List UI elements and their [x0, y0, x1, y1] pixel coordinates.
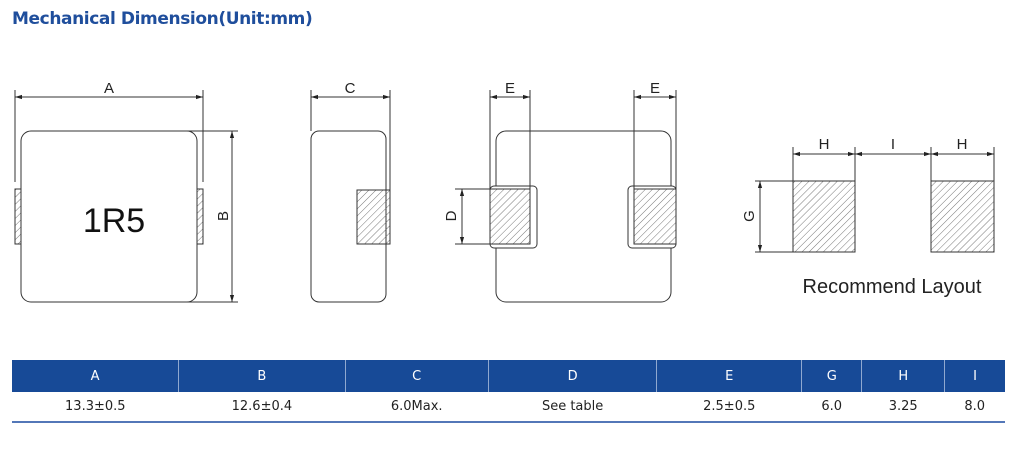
dim-label-h-left: H	[819, 136, 830, 153]
table-header: D	[487, 360, 657, 392]
dim-label-h-right: H	[957, 136, 968, 153]
table-cell: 6.0Max.	[345, 392, 489, 423]
table-header: B	[178, 360, 346, 392]
table-row: 13.3±0.5 12.6±0.4 6.0Max. See table 2.5±…	[12, 392, 1005, 423]
table-header: A	[12, 360, 179, 392]
dimension-table: A B C D E G H I 13.3±0.5 12.6±0.4 6.0Max…	[12, 360, 1005, 423]
table-cell: 3.25	[861, 392, 945, 423]
dim-label-g: G	[741, 210, 758, 222]
side-view	[310, 90, 391, 303]
part-marking: 1R5	[83, 202, 145, 240]
table-cell: 12.6±0.4	[178, 392, 346, 423]
table-cell: 13.3±0.5	[12, 392, 179, 423]
table-cell: 8.0	[944, 392, 1005, 423]
layout-caption: Recommend Layout	[803, 276, 982, 298]
table-header: C	[344, 360, 489, 392]
section-title: Mechanical Dimension(Unit:mm)	[12, 9, 313, 29]
bottom-view	[455, 90, 677, 303]
table-cell: See table	[488, 392, 657, 423]
recommend-layout	[755, 147, 995, 253]
table-header: H	[861, 360, 945, 392]
dim-label-c: C	[345, 80, 356, 97]
table-header-row: A B C D E G H I	[12, 360, 1005, 392]
dim-label-d: D	[443, 210, 460, 221]
dim-label-e-right: E	[650, 80, 660, 97]
top-view	[14, 90, 238, 303]
dim-label-i: I	[891, 136, 895, 153]
table-header: E	[656, 360, 802, 392]
table-cell: 6.0	[801, 392, 862, 423]
dim-label-a: A	[104, 80, 114, 97]
table-header: G	[801, 360, 862, 392]
table-cell: 2.5±0.5	[656, 392, 802, 423]
mechanical-drawing: A B 1R5 C E E D H I H G Recommend Layout	[14, 80, 995, 303]
dim-label-b: B	[215, 211, 232, 221]
table-header: I	[943, 360, 1005, 392]
dim-label-e-left: E	[505, 80, 515, 97]
